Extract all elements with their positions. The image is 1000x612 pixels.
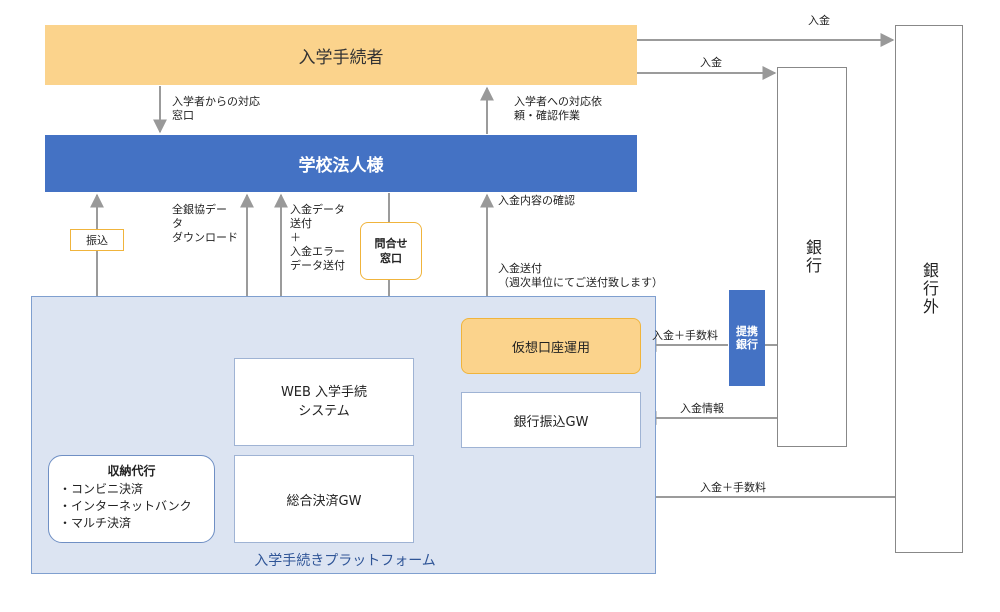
inquiry-desk-box: 問合せ 窓口 — [360, 222, 422, 280]
settlement-gw-box: 総合決済GW — [234, 455, 414, 543]
bank-transfer-gw-box: 銀行振込GW — [461, 392, 641, 448]
school-corporation-box: 学校法人様 — [45, 135, 637, 192]
virtual-account-box: 仮想口座運用 — [461, 318, 641, 374]
outside-bank-box: 銀行外 — [895, 25, 963, 553]
label-payment-bank: 入金 — [700, 56, 722, 69]
label-payment-fee-bottom: 入金＋手数料 — [700, 481, 766, 494]
label-payment-fee-partner: 入金＋手数料 — [652, 329, 718, 342]
label-payment-top: 入金 — [808, 14, 830, 27]
applicant-box: 入学手続者 — [45, 25, 637, 85]
label-payment-check: 入金内容の確認 — [498, 194, 575, 207]
partner-bank-box: 提携 銀行 — [729, 290, 765, 386]
platform-title: 入学手続きプラットフォーム — [254, 553, 436, 569]
label-payment-info: 入金情報 — [680, 402, 724, 415]
agency-item-internet-bank: ・インターネットバンク — [59, 499, 192, 513]
agency-item-convenience: ・コンビニ決済 — [59, 482, 144, 496]
payment-agency-title: 収納代行 — [107, 464, 156, 478]
agency-item-multi: ・マルチ決済 — [59, 516, 132, 530]
transfer-box: 振込 — [70, 229, 124, 251]
label-payment-send: 入金送付 （週次単位にてご送付致します） — [498, 262, 663, 289]
payment-agency-box: 収納代行 ・コンビニ決済 ・インターネットバンク ・マルチ決済 — [48, 455, 215, 543]
label-request-confirm: 入学者への対応依 頼・確認作業 — [514, 95, 602, 122]
label-payment-data: 入金データ 送付 ＋ 入金エラー データ送付 — [290, 203, 345, 272]
web-admission-system-box: WEB 入学手続 システム — [234, 358, 414, 446]
bank-box: 銀行 — [777, 67, 847, 447]
label-applicant-contact: 入学者からの対応 窓口 — [172, 95, 260, 122]
label-zengin-download: 全銀協デー タ ダウンロード — [172, 203, 238, 244]
